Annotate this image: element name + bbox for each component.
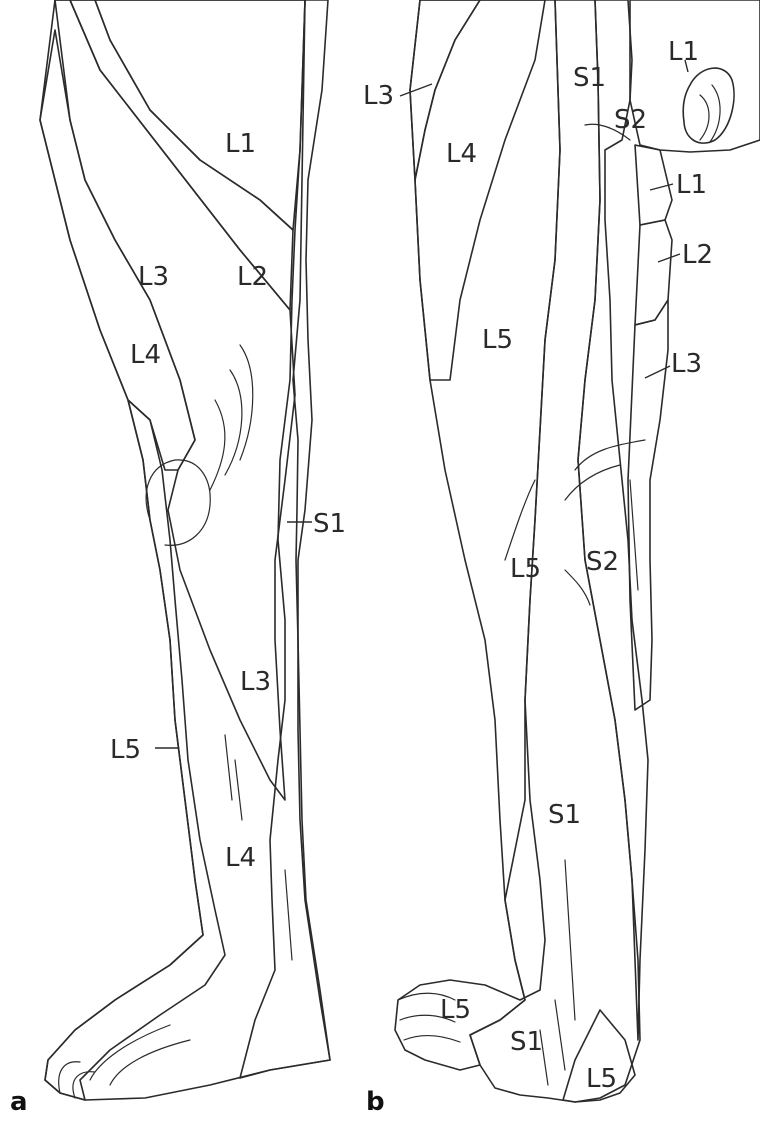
leader-b-l1-side [649,183,674,191]
knee-contour [629,479,639,591]
label-b-l5-heel: L5 [586,1064,617,1094]
shin-hatch-1 [224,734,233,801]
region-b-genital [682,67,735,144]
label-b-s2-calf: S2 [586,547,619,577]
label-b-l4: L4 [446,139,477,169]
label-b-l5-foot: L5 [440,995,471,1025]
label-b-l2-side: L2 [682,240,713,270]
region-b-l4 [414,0,546,381]
shin-hatch-2 [234,759,243,821]
ankle-hatch [284,869,293,961]
label-a-l2: L2 [237,262,268,292]
label-b-s1-top: S1 [573,63,606,93]
region-b-l5 [394,0,561,1071]
knee-fold-2 [224,369,243,476]
label-a-l5: L5 [110,735,141,765]
knee-fold-3 [209,399,226,491]
label-a-l4-shin: L4 [225,843,256,873]
achilles-hatch-2 [554,999,566,1071]
label-a-s1: S1 [313,509,346,539]
panel-label-a: a [10,1087,28,1117]
region-a-l4-thigh [39,29,196,471]
label-b-l3-top: L3 [363,81,394,111]
panel-a-anterior-leg: L1 L2 L3 L4 S1 L3 L5 L4 a [10,0,346,1117]
region-a-l4 [39,0,331,1101]
label-b-l5-thigh: L5 [482,325,513,355]
achilles-hatch-1 [564,859,576,1021]
label-a-l3-thigh: L3 [138,262,169,292]
region-b-l2-side [634,219,673,326]
region-a-s1 [239,0,331,1079]
toes-outline [58,1024,191,1099]
genital-fold [699,94,710,141]
region-b-l1-buttock [629,0,760,153]
calf-contour-1 [504,479,536,561]
leader-b-l1-top [684,59,689,73]
panel-label-b: b [366,1087,385,1117]
knee-patella-outline [145,459,211,546]
popliteal-fold-1 [574,439,646,471]
thigh-contour-1 [584,123,631,141]
label-a-l4-thigh: L4 [130,340,161,370]
leader-b-l3-top [399,83,433,97]
region-b-s2 [577,0,649,1041]
region-a-l5 [44,399,226,1101]
knee-fold-1 [239,344,254,461]
calf-contour-2 [564,569,591,606]
leader-b-l2-side [657,253,681,263]
label-a-l1: L1 [225,129,256,159]
panel-b-posterior-leg: L3 S1 L1 S2 L4 L1 L2 L5 L3 L5 S2 S1 L5 S… [363,0,760,1117]
genital-fold-2 [709,84,721,143]
region-b-l5-heel [562,1009,636,1103]
region-b-l1-side [634,144,673,226]
popliteal-fold-2 [564,464,621,501]
leader-b-l3-side [644,365,671,379]
label-b-s1-heel: S1 [510,1027,543,1057]
label-b-l3-side: L3 [671,349,702,379]
label-b-s1-calf: S1 [548,800,581,830]
label-b-l5-calf: L5 [510,554,541,584]
region-b-l3-side [627,299,669,711]
heel-hatch [539,1029,549,1086]
label-b-l1-side: L1 [676,170,707,200]
region-a-l1 [94,0,306,231]
label-b-l1-top: L1 [668,37,699,67]
label-b-s2-top: S2 [614,105,647,135]
toes-b-outline [397,992,461,1043]
label-a-l3-shin: L3 [240,667,271,697]
